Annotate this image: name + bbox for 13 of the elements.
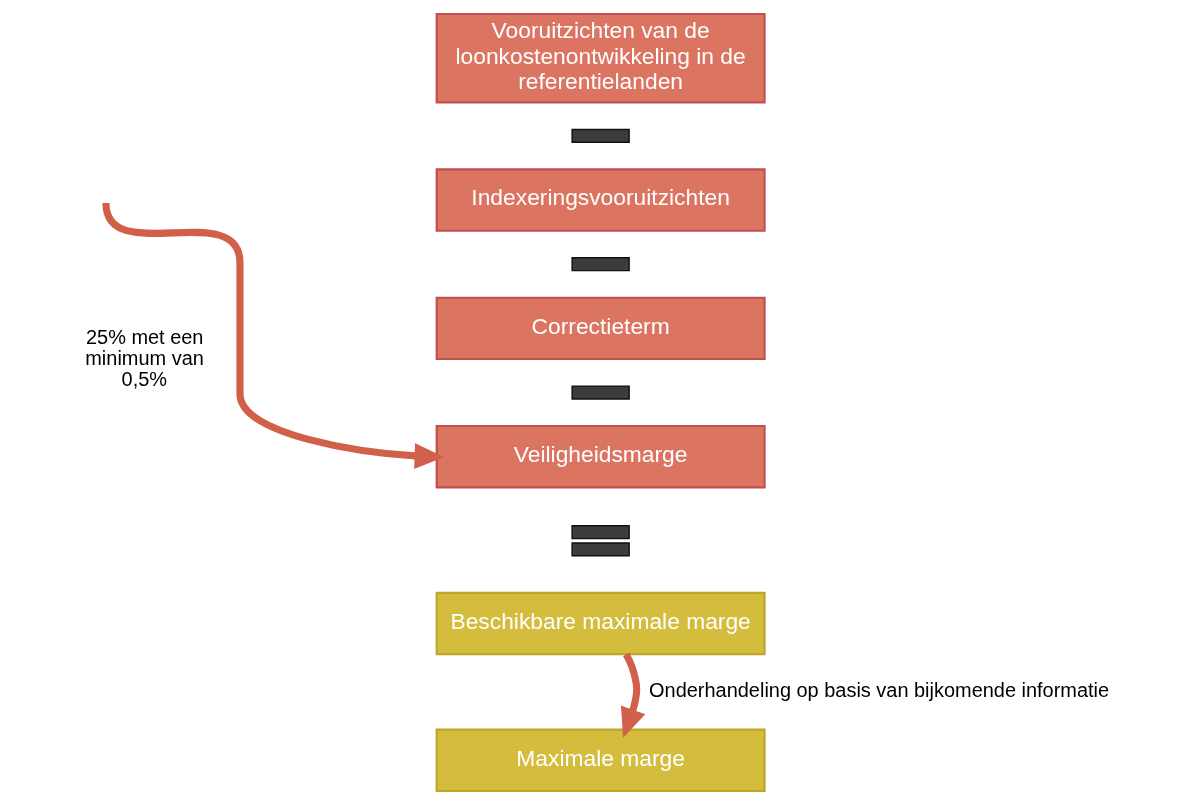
edge-label: 25% met een minimum van 0,5% <box>84 325 204 391</box>
node-box: Beschikbare maximale marge <box>435 591 766 656</box>
node-box: Maximale marge <box>435 728 766 793</box>
node-box: Indexeringsvooruitzichten <box>435 168 766 232</box>
node-box: Vooruitzichten van de loonkostenontwikkeling in de referentielanden <box>435 12 766 104</box>
arrow <box>620 652 645 738</box>
edge-label: Onderhandeling op basis van bijkomende informatie <box>648 679 1109 702</box>
node-box: Correctieterm <box>435 296 766 361</box>
node-minus <box>570 128 630 144</box>
arrow <box>101 202 444 469</box>
node-minus <box>570 385 630 400</box>
node-minus <box>570 257 630 272</box>
node-box: Veiligheidsmarge <box>435 424 766 489</box>
